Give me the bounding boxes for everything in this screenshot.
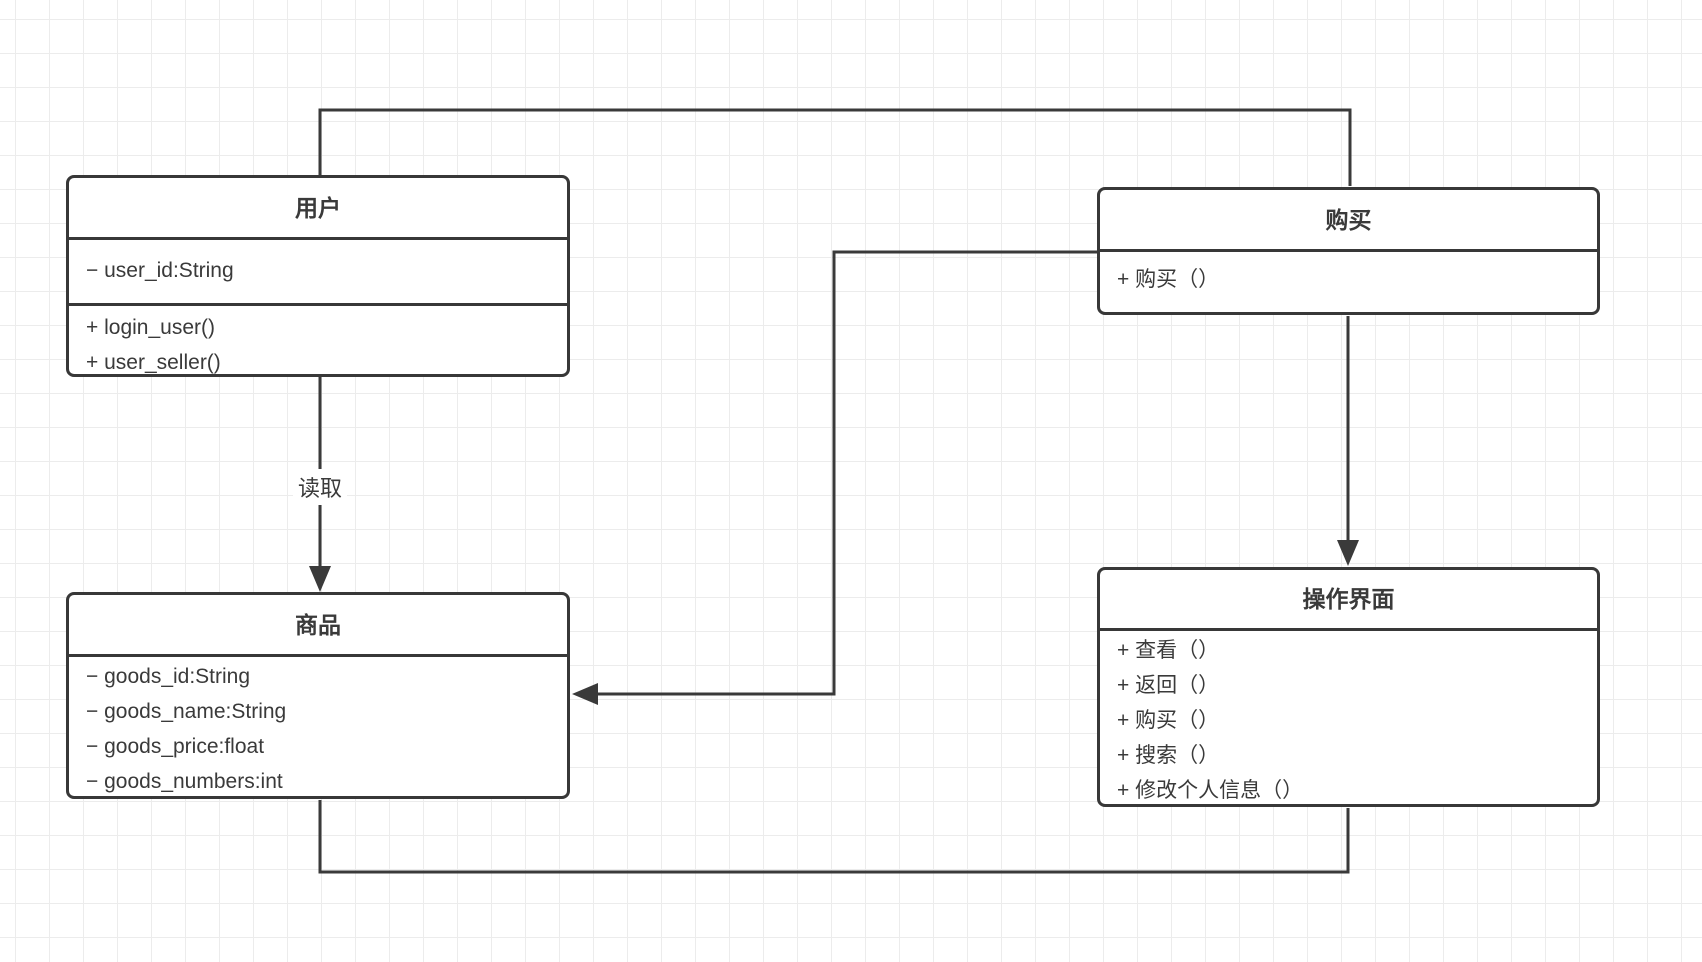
method-row: + login_user() [86, 316, 215, 339]
class-ui-methods: + 查看（） + 返回（） + 购买（） + 搜索（） + 修改个人信息（） [1100, 631, 1597, 808]
method-row: + 购买（） [1117, 709, 1220, 732]
class-goods-title: 商品 [69, 595, 567, 657]
attribute-row: − goods_id:String [86, 665, 251, 688]
class-user-attributes: − user_id:String [69, 240, 567, 306]
class-ui[interactable]: 操作界面 + 查看（） + 返回（） + 购买（） + 搜索（） + 修改个人信… [1097, 567, 1600, 807]
class-buy[interactable]: 购买 + 购买（） [1097, 187, 1600, 315]
class-user-title: 用户 [69, 178, 567, 240]
method-row: + user_seller() [86, 351, 221, 374]
method-row: + 返回（） [1117, 674, 1220, 697]
attribute-row: − goods_price:float [86, 735, 265, 758]
class-ui-title: 操作界面 [1100, 570, 1597, 631]
class-buy-methods: + 购买（） [1100, 252, 1597, 312]
edge-buy-to-ui[interactable] [1337, 316, 1359, 566]
method-row: + 修改个人信息（） [1117, 779, 1304, 802]
attribute-row: − goods_numbers:int [86, 770, 283, 793]
attribute-row: − user_id:String [86, 259, 234, 282]
class-goods[interactable]: 商品 − goods_id:String − goods_name:String… [66, 592, 570, 799]
method-row: + 搜索（） [1117, 744, 1220, 767]
method-row: + 购买（） [1117, 268, 1220, 291]
class-goods-attributes: − goods_id:String − goods_name:String − … [69, 657, 567, 799]
edge-label-read: 读取 [292, 469, 348, 505]
class-user-methods: + login_user() + user_seller() [69, 306, 567, 380]
class-user[interactable]: 用户 − user_id:String + login_user() + use… [66, 175, 570, 377]
method-row: + 查看（） [1117, 639, 1220, 662]
edge-goods-bottom-to-ui-bottom[interactable] [318, 800, 1350, 874]
edge-buy-to-goods[interactable] [572, 250, 1097, 705]
attribute-row: − goods_name:String [86, 700, 287, 723]
class-buy-title: 购买 [1100, 190, 1597, 252]
